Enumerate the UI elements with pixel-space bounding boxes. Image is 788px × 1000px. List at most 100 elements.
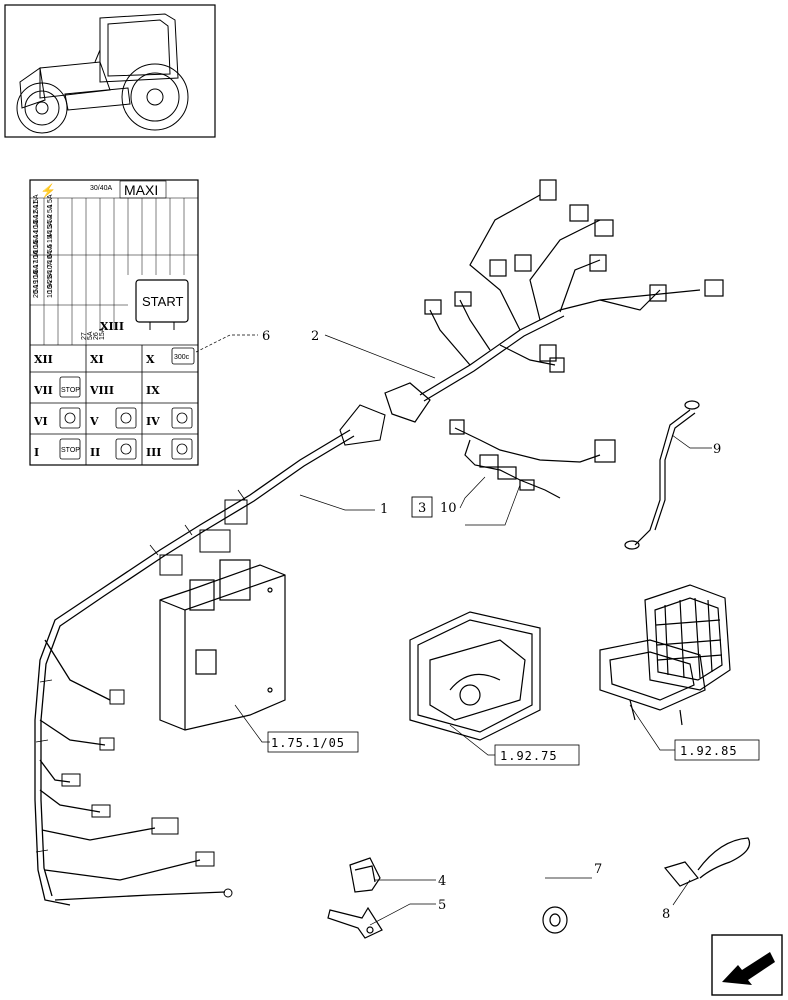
fuse-label: 5 (47, 244, 54, 248)
fuse-label: 10A (33, 220, 40, 233)
ref-control-unit[interactable]: 1.75.1/05 (271, 736, 345, 750)
roman-vi: VI (33, 415, 48, 428)
roman-v: V (89, 415, 99, 428)
roman-xii: XII (34, 353, 53, 366)
lower-fuse-label: 15A (99, 327, 106, 340)
fuse-label: 20 (33, 290, 40, 298)
callout-10: 10 (440, 501, 457, 516)
harness-2 (384, 179, 724, 423)
start-relay (135, 279, 189, 323)
callout-3: 3 (418, 501, 426, 516)
callout-2: 2 (311, 329, 319, 344)
fuse-label: 11 (33, 201, 40, 208)
roman-viii: VIII (89, 384, 114, 397)
relay-x-label: 300c (174, 354, 190, 361)
fuse-box-panel: ⚡ 30/40A MAXI 205A1910A185A1710A1610A155… (29, 179, 199, 466)
fuse-label: 5A (47, 244, 54, 253)
fuse-label: 6 (47, 254, 54, 258)
fuse-label: 5A (33, 234, 40, 243)
grommet (542, 906, 568, 934)
fuse-label: 7 (47, 264, 54, 268)
callout-9: 9 (713, 442, 721, 457)
fuse-label: 5A (33, 284, 40, 293)
fuse-label: 10 (47, 290, 54, 298)
fuse-label: 10A (33, 240, 40, 253)
roman-x: X (146, 353, 155, 366)
callout-1: 1 (380, 502, 388, 517)
fuse-grid: 205A1910A185A1710A1610A155A1410A135A125A… (33, 194, 106, 340)
nav-arrow-button[interactable] (711, 934, 783, 996)
fuse-label: 5A (47, 214, 54, 223)
harness-3 (449, 419, 616, 499)
relay-i (59, 438, 81, 460)
fuse-label: 5A (33, 214, 40, 223)
maxi-title: MAXI (124, 182, 158, 198)
roman-vii: VII (33, 384, 53, 397)
relay-i-label: STOP (61, 447, 80, 454)
operator-seat (599, 584, 731, 726)
fuse-label: 14 (33, 230, 40, 238)
fuse-label: 15A (47, 230, 54, 243)
main-harness (34, 404, 386, 906)
relay-x (171, 347, 195, 365)
fuse-label: 18 (33, 270, 40, 278)
fuse-label: 1 (47, 204, 54, 208)
lower-fuse-label: 26 (93, 332, 100, 340)
fuse-label: 4 (47, 234, 54, 238)
fuse-label: 10A (47, 280, 54, 293)
control-unit (159, 559, 286, 731)
fuse-label: 10A (33, 270, 40, 283)
relay-vii (59, 376, 81, 398)
power-icon: ⚡ (40, 183, 56, 199)
fuse-label: 9 (47, 284, 54, 288)
fuse-label: 15A (47, 220, 54, 233)
fuse-label: 5A (47, 204, 54, 213)
callout-4: 4 (438, 874, 446, 889)
lower-fuse-label: 27 (81, 332, 88, 340)
fuse-label: 5A (33, 194, 40, 203)
fuse-label: 5A (33, 264, 40, 273)
instrument-cluster (409, 611, 541, 741)
relay-v (115, 407, 137, 429)
start-relay-label: START (142, 294, 183, 309)
callouts: 2 1 6 9 3 10 4 5 7 8 (262, 329, 721, 922)
callout-3-box (411, 496, 433, 518)
callout-5: 5 (438, 898, 446, 913)
relay-vii-label: STOP (61, 387, 80, 394)
callout-6: 6 (262, 329, 270, 344)
relay-iv (171, 407, 193, 429)
fuse-label: 2 (47, 214, 54, 218)
fuse-label: 10A (47, 260, 54, 273)
fuse-label: 10A (47, 250, 54, 263)
roman-ii: II (90, 446, 100, 459)
callout-8: 8 (662, 907, 670, 922)
tractor-thumbnail (4, 4, 216, 138)
relay-ii (115, 438, 137, 460)
back-arrow-icon (722, 952, 775, 985)
ground-cable (624, 400, 700, 550)
fuse-label: 10A (33, 250, 40, 263)
fuse-label: 15 (33, 240, 40, 248)
roman-xiii: XIII (100, 320, 124, 333)
ref-instrument-cluster[interactable]: 1.92.75 (500, 749, 558, 763)
roman-xi: XI (90, 353, 104, 366)
fuse-label: 17 (33, 260, 40, 268)
fuse-label: 8 (47, 274, 54, 278)
roman-iv: IV (146, 415, 160, 428)
leader-lines (195, 334, 712, 926)
connector-loop (663, 837, 751, 887)
callout-7: 7 (594, 862, 602, 877)
lower-fuse-label: 5A (87, 331, 94, 340)
ref-seat[interactable]: 1.92.85 (680, 744, 738, 758)
fuse-label: 5A (33, 204, 40, 213)
clip-bracket (327, 857, 383, 939)
roman-iii: III (146, 446, 161, 459)
fuse-label: 12 (33, 210, 40, 218)
fuse-label: 25A (47, 270, 54, 283)
fuse-label: 13 (33, 220, 40, 228)
relay-iii (171, 438, 193, 460)
fuse-label: 3 (47, 224, 54, 228)
fuse-label: 19 (33, 280, 40, 288)
fuse-label: 5A (47, 194, 54, 203)
